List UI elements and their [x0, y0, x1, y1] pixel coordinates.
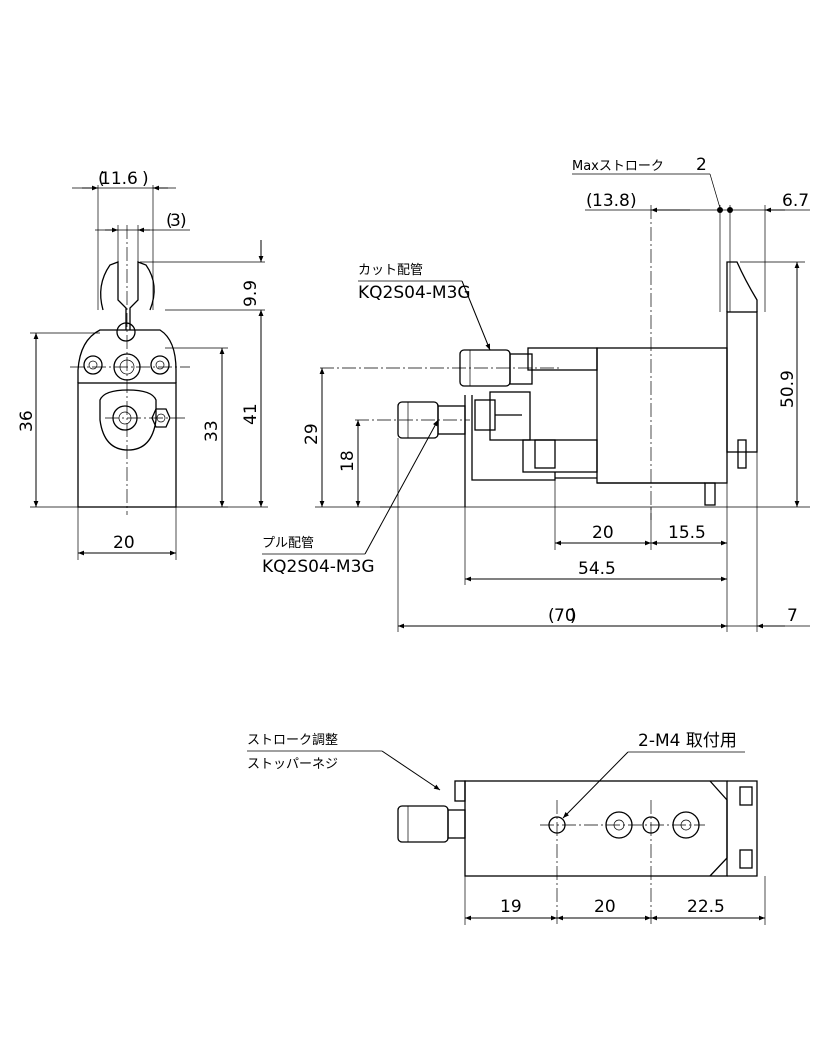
stroke-adjust-line2: ストッパーネジ — [247, 757, 338, 772]
front-jaw-right — [129, 261, 155, 330]
svg-text:(: ( — [98, 169, 105, 189]
front-lower-boss — [99, 389, 157, 451]
dim-bottom-15-5: 15.5 — [668, 523, 706, 543]
cut-pipe-part: KQ2S04-M3G — [358, 283, 471, 303]
max-stroke-label: Maxストローク — [572, 159, 664, 174]
stroke-adjust-line1: ストローク調整 — [247, 733, 338, 748]
mount-label: 2-M4 取付用 — [638, 731, 737, 751]
hex-nut-icon — [151, 408, 171, 428]
side-cap-screw — [737, 439, 747, 469]
front-jaw-left — [100, 261, 127, 330]
dim-top-20: 20 — [594, 897, 616, 917]
front-pivot-hole — [116, 322, 136, 342]
dim-pull-height: 18 — [338, 450, 358, 472]
dim-mid-height: 33 — [202, 420, 222, 442]
dim-bottom-20: 20 — [592, 523, 614, 543]
svg-text:): ) — [570, 606, 577, 626]
top-stopper-screw — [454, 780, 466, 802]
side-nut — [534, 439, 556, 469]
side-bracket-block — [489, 391, 531, 441]
svg-text:(: ( — [586, 191, 593, 211]
screw-icon — [150, 355, 170, 375]
svg-text:): ) — [142, 169, 149, 189]
svg-text:(: ( — [166, 211, 173, 231]
svg-text:): ) — [180, 211, 187, 231]
dim-cap: 6.7 — [782, 191, 809, 211]
side-stopper — [474, 399, 496, 431]
svg-text:): ) — [630, 191, 637, 211]
top-cap-screw — [739, 849, 753, 869]
dim-top-22-5: 22.5 — [687, 897, 725, 917]
dim-right-height: 50.9 — [778, 370, 798, 408]
dim-bottom-70: 70 — [554, 606, 576, 626]
side-end-cap — [726, 311, 758, 453]
top-fitting — [397, 805, 449, 843]
dim-left-height: 36 — [17, 410, 37, 432]
top-body — [464, 780, 728, 877]
side-foot — [704, 482, 716, 506]
front-view: 11.6 ( ) 3 ( ) 9.9 36 33 41 — [17, 169, 268, 560]
side-upper-block — [527, 347, 598, 371]
dim-bottom-54-5: 54.5 — [578, 559, 616, 579]
screw-icon — [83, 355, 103, 375]
side-jaw — [726, 261, 758, 312]
dim-width-top: 11.6 — [100, 169, 138, 189]
dim-bottom-7: 7 — [787, 606, 798, 626]
top-fitting-nut — [447, 809, 466, 839]
side-body — [596, 347, 728, 484]
dim-jaw: 3 — [170, 211, 181, 231]
side-view: Maxストローク 2 13.8 ( ) 6.7 50.9 29 18 — [262, 155, 810, 632]
top-cap-screw — [739, 786, 753, 806]
dim-jaw-height: 9.9 — [241, 280, 261, 307]
dim-total-height: 41 — [241, 403, 261, 425]
pull-pipe-label: プル配管 — [262, 536, 314, 551]
dim-port-height: 29 — [302, 423, 322, 445]
cut-pipe-label: カット配管 — [358, 263, 423, 278]
pull-pipe-part: KQ2S04-M3G — [262, 557, 375, 577]
dim-offset: 13.8 — [592, 191, 630, 211]
side-bracket — [464, 395, 556, 507]
side-lower-block — [522, 439, 598, 473]
top-end-cap — [727, 780, 758, 877]
svg-text:(: ( — [548, 606, 555, 626]
dim-base-width: 20 — [113, 533, 135, 553]
dim-top-19: 19 — [500, 897, 522, 917]
top-view: ストローク調整 ストッパーネジ 2-M4 取付用 19 20 22.5 — [247, 731, 766, 925]
cut-fitting-nut — [509, 353, 533, 385]
max-stroke-value: 2 — [696, 155, 707, 175]
